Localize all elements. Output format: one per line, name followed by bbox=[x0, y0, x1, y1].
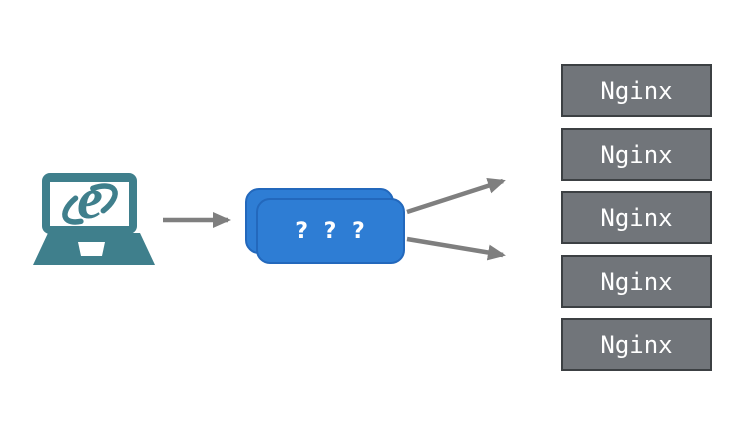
server-box-nginx-2: Nginx bbox=[561, 128, 712, 181]
arrow-middle-to-servers-lower bbox=[406, 236, 506, 261]
middle-box-label: ? ? ? bbox=[295, 218, 366, 244]
server-box-nginx-1: Nginx bbox=[561, 64, 712, 117]
arrow-middle-to-servers-upper bbox=[406, 177, 506, 215]
laptop-ie-browser-icon: e bbox=[33, 166, 155, 265]
server-box-nginx-3: Nginx bbox=[561, 191, 712, 244]
server-box-nginx-4: Nginx bbox=[561, 255, 712, 308]
server-box-nginx-5: Nginx bbox=[561, 318, 712, 371]
ie-letter-e: e bbox=[77, 171, 103, 231]
client-laptop: e bbox=[33, 166, 155, 267]
middle-stack-front-card: ? ? ? bbox=[256, 198, 405, 264]
laptop-base-notch bbox=[78, 242, 105, 256]
